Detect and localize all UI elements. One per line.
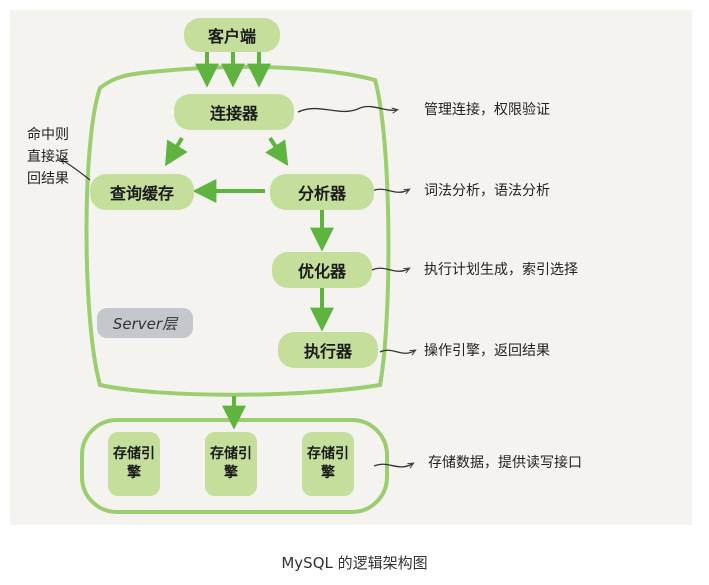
storage-engine-3: 存储引擎 [302, 432, 354, 496]
analyzer-note: 词法分析，语法分析 [424, 183, 550, 199]
optimizer-note: 执行计划生成，索引选择 [424, 262, 578, 278]
optimizer-box: 优化器 [272, 252, 372, 288]
figure-caption: MySQL 的逻辑架构图 [281, 554, 428, 572]
server-layer-outline [84, 64, 391, 397]
connector-note: 管理连接，权限验证 [424, 102, 550, 118]
executor-note: 操作引擎，返回结果 [424, 343, 550, 359]
storage-engine-2: 存储引擎 [205, 432, 257, 496]
server-layer-tag: Server层 [97, 308, 193, 338]
cache-hit-note: 命中则直接返回结果 [27, 127, 69, 187]
storage-engine-1: 存储引擎 [108, 432, 160, 496]
query-cache-box: 查询缓存 [90, 174, 194, 210]
client-box: 客户端 [184, 18, 280, 52]
storage-note: 存储数据，提供读写接口 [428, 455, 582, 471]
executor-box: 执行器 [278, 332, 378, 368]
connector-box: 连接器 [174, 94, 294, 130]
analyzer-box: 分析器 [270, 174, 374, 210]
